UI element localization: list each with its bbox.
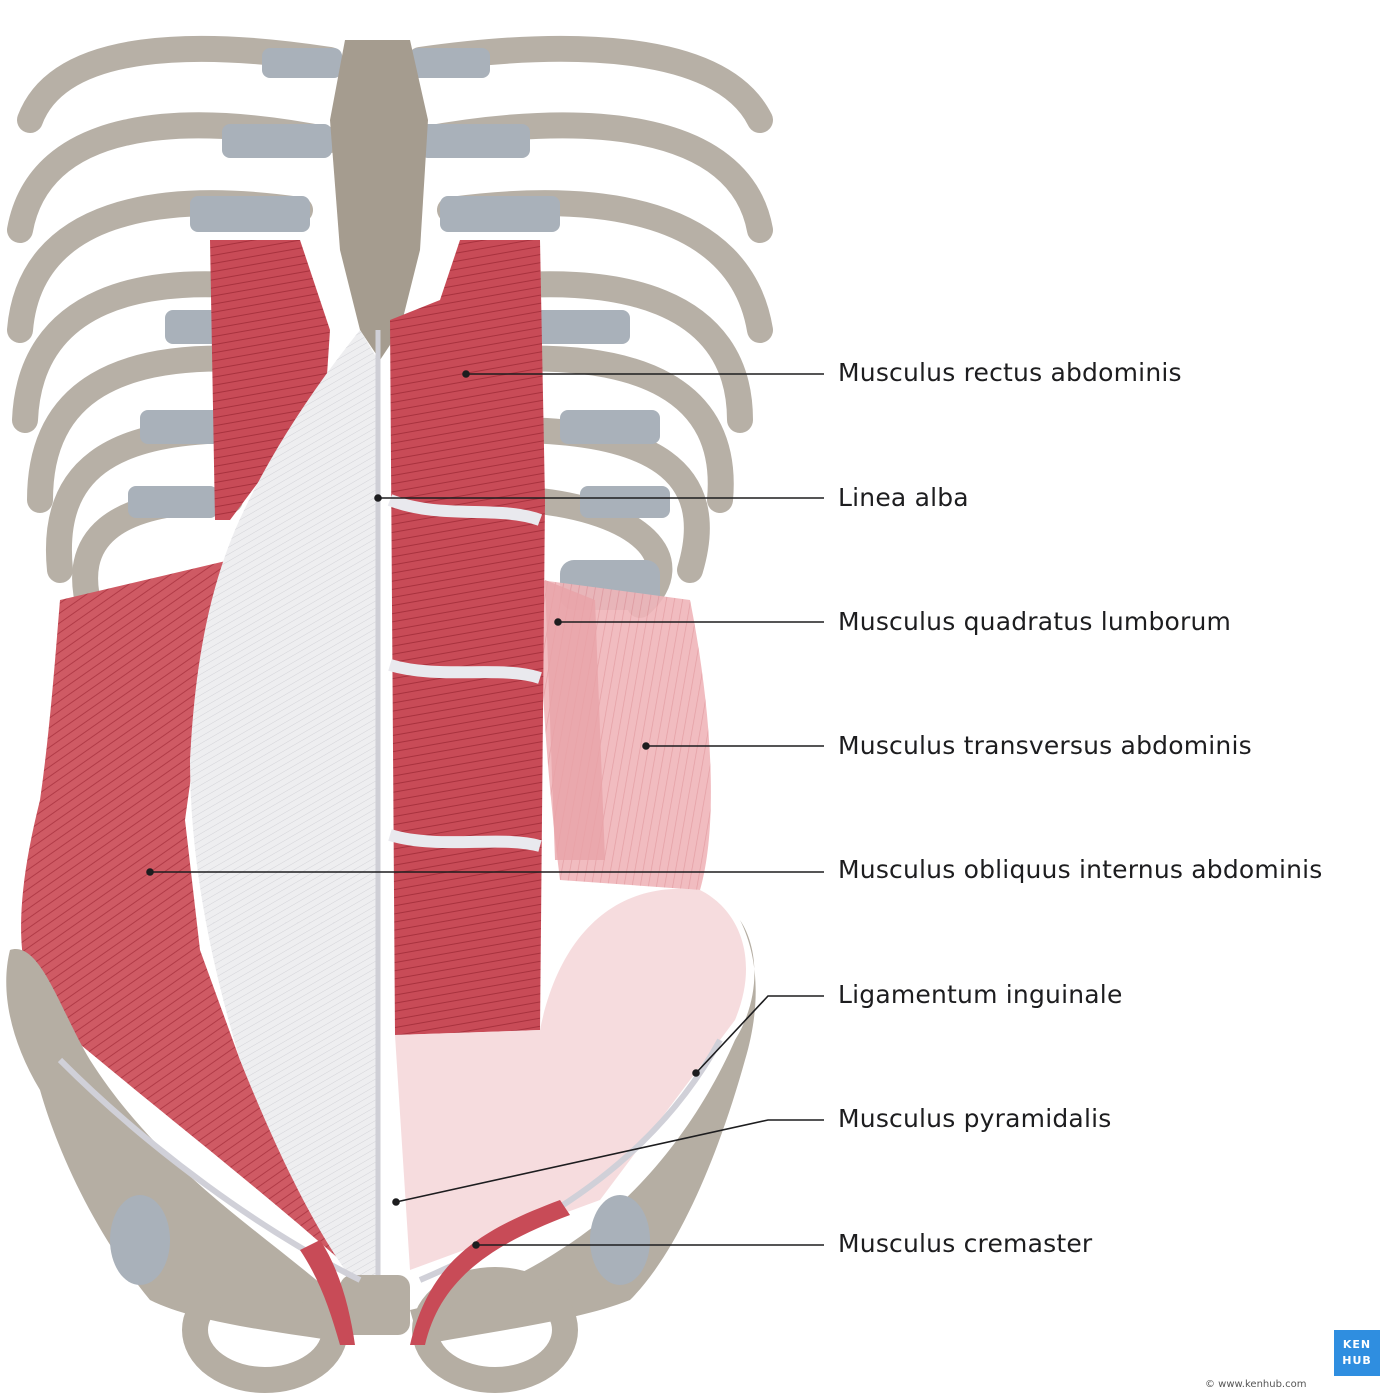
- copyright-text: © www.kenhub.com: [1205, 1379, 1307, 1390]
- logo-line-1: KEN: [1342, 1338, 1372, 1351]
- aponeurosis: [190, 330, 378, 1290]
- pubic-cartilage-left: [110, 1195, 170, 1285]
- label-transversus-abdominis: Musculus transversus abdominis: [838, 731, 1252, 760]
- kenhub-logo: KEN HUB: [1334, 1330, 1380, 1376]
- label-rectus-abdominis: Musculus rectus abdominis: [838, 358, 1182, 387]
- label-quadratus-lumborum: Musculus quadratus lumborum: [838, 607, 1232, 636]
- cremaster-right: [410, 1200, 570, 1345]
- label-linea-alba: Linea alba: [838, 483, 969, 512]
- leader-lines: [146, 370, 824, 1249]
- label-obliquus-internus-abdominis: Musculus obliquus internus abdominis: [838, 855, 1323, 884]
- label-pyramidalis: Musculus pyramidalis: [838, 1104, 1112, 1133]
- pelvis: [6, 920, 756, 1393]
- sternum: [330, 40, 428, 360]
- lower-abdominal-wall: [395, 888, 747, 1270]
- rectus-abdominis-right: [387, 240, 545, 1035]
- cremaster-left: [300, 1240, 355, 1345]
- label-ligamentum-inguinale: Ligamentum inguinale: [838, 980, 1123, 1009]
- quadratus-lumborum: [545, 580, 605, 860]
- obliquus-internus-abdominis: [21, 560, 360, 1260]
- logo-line-2: HUB: [1342, 1354, 1372, 1367]
- pubic-cartilage-right: [590, 1195, 650, 1285]
- label-cremaster: Musculus cremaster: [838, 1229, 1093, 1258]
